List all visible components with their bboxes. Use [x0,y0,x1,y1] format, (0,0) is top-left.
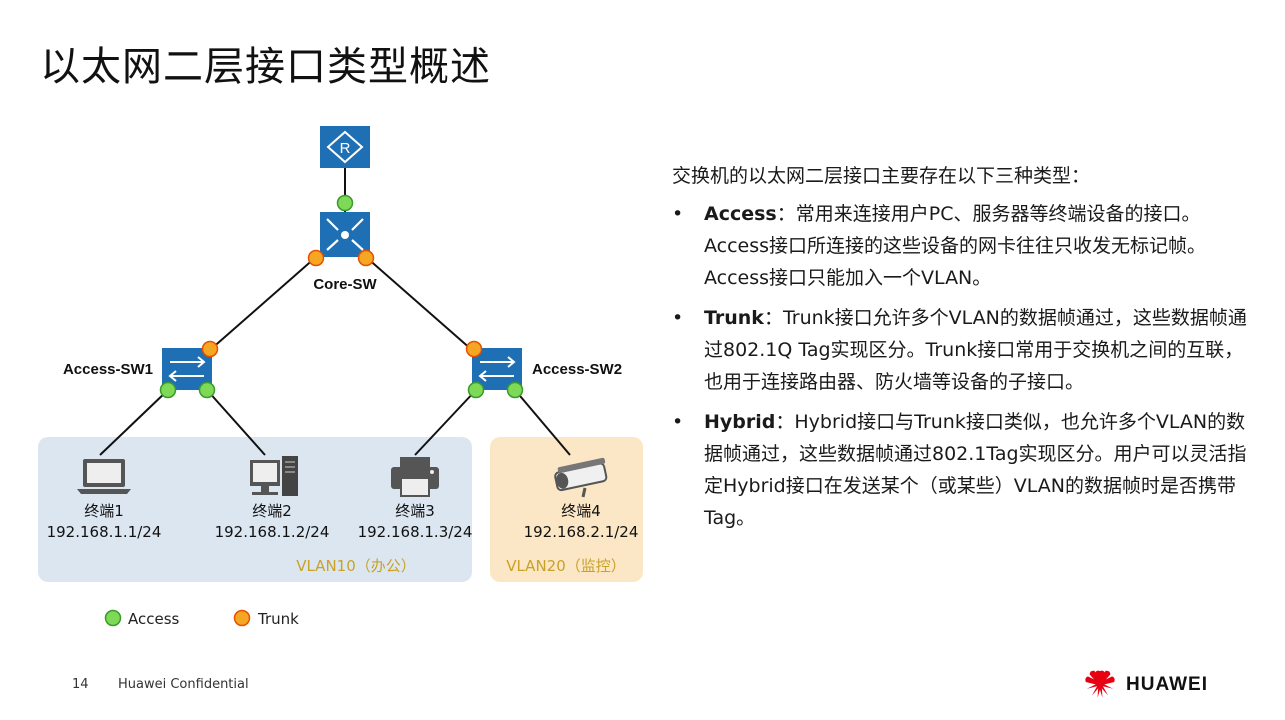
bullet-dot: • [672,203,684,225]
core-switch-label: Core-SW [313,276,377,293]
access-port-dot [159,381,177,399]
bullet-sep: ： [776,203,796,225]
page-title: 以太网二层接口类型概述 [40,44,491,90]
core-switch-icon[interactable] [320,212,370,257]
access-port-dot [336,194,354,212]
bullet-term: Hybrid [704,411,776,433]
description-panel: 交换机的以太网二层接口主要存在以下三种类型： • Access：常用来连接用户P… [672,160,1252,542]
terminal-2-ip: 192.168.1.2/24 [215,523,330,541]
vlan20-label: VLAN20（监控） [506,557,626,575]
trunk-port-dot [465,340,483,358]
bullet-body: Hybrid接口与Trunk接口类似，也允许多个VLAN的数据帧通过，这些数据帧… [704,411,1247,529]
legend-access-label: Access [128,610,180,628]
router-icon[interactable]: R [320,126,370,168]
trunk-port-dot [357,249,375,267]
trunk-port-dot [201,340,219,358]
laptop-icon[interactable] [77,459,131,494]
page-number: 14 [72,677,89,692]
bullet-term: Trunk [704,307,764,329]
access-switch-2-label: Access-SW2 [532,361,622,378]
desktop-pc-icon[interactable] [250,456,298,496]
bullet-hybrid: • Hybrid：Hybrid接口与Trunk接口类似，也允许多个VLAN的数据… [672,406,1252,534]
bullet-body: 常用来连接用户PC、服务器等终端设备的接口。Access接口所连接的这些设备的网… [704,203,1207,289]
access-port-dot [467,381,485,399]
legend-trunk-dot [233,609,251,627]
camera-icon[interactable] [553,457,609,498]
huawei-logo-icon [1085,670,1115,698]
links [99,168,571,456]
terminal-4-name: 终端4 [561,502,601,520]
printer-icon[interactable] [391,457,439,497]
terminal-4-ip: 192.168.2.1/24 [524,523,639,541]
trunk-port-dot [307,249,325,267]
access-port-dot [198,381,216,399]
legend-access-dot [104,609,122,627]
port-indicators [159,194,524,399]
bullet-access: • Access：常用来连接用户PC、服务器等终端设备的接口。Access接口所… [672,198,1252,294]
vlan10-area [38,437,472,582]
bullet-sep: ： [763,307,783,329]
legend-trunk-label: Trunk [257,610,299,628]
terminal-2-name: 终端2 [252,502,292,520]
vlan10-label: VLAN10（办公） [296,557,416,575]
bullet-dot: • [672,411,684,433]
bullet-dot: • [672,307,684,329]
terminal-3-name: 终端3 [395,502,435,520]
intro-text: 交换机的以太网二层接口主要存在以下三种类型： [672,165,1091,187]
bullet-term: Access [704,203,777,225]
network-diagram: R Co [38,126,643,628]
svg-text:R: R [340,140,351,157]
confidential-label: Huawei Confidential [118,677,249,692]
bullet-body: Trunk接口允许多个VLAN的数据帧通过，这些数据帧通过802.1Q Tag实… [704,307,1247,393]
terminal-3-ip: 192.168.1.3/24 [358,523,473,541]
brand-name: HUAWEI [1126,674,1208,695]
terminal-1-ip: 192.168.1.1/24 [47,523,162,541]
bullet-trunk: • Trunk：Trunk接口允许多个VLAN的数据帧通过，这些数据帧通过802… [672,302,1252,398]
terminal-1-name: 终端1 [84,502,124,520]
bullet-sep: ： [775,411,795,433]
access-switch-1-label: Access-SW1 [63,361,153,378]
access-port-dot [506,381,524,399]
legend: Access Trunk [104,609,299,628]
